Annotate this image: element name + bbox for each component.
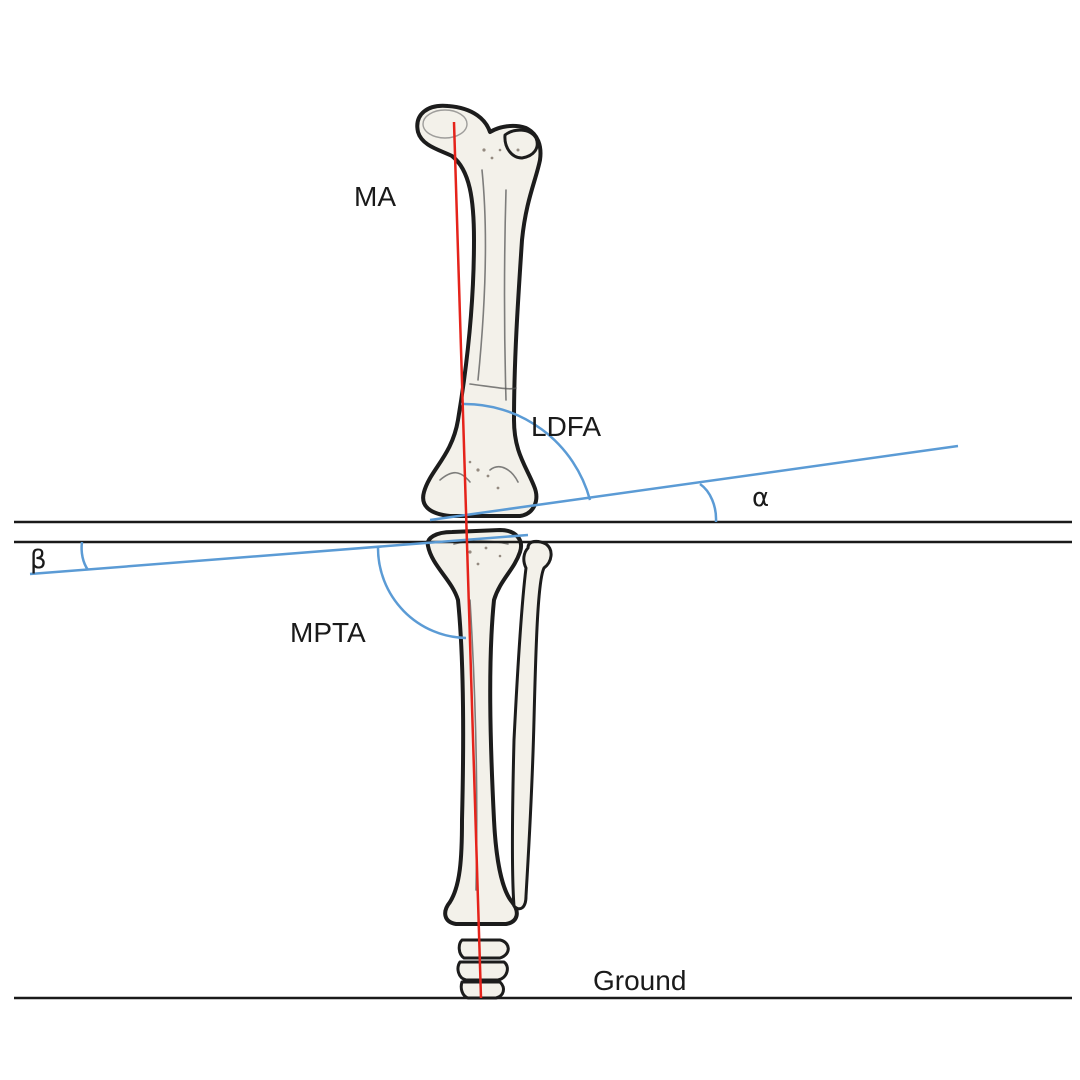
ldfa-label: LDFA	[531, 411, 601, 442]
ldfa-arc	[460, 402, 592, 501]
beta-label: β	[30, 545, 47, 575]
ground-label: Ground	[593, 965, 686, 996]
femoral-joint-line	[429, 444, 959, 522]
tibia	[425, 528, 523, 926]
alpha-arc	[699, 482, 718, 523]
fibula	[511, 539, 553, 911]
femur	[415, 103, 543, 518]
beta-arc	[80, 541, 90, 571]
ankle-bones	[456, 938, 510, 1000]
tibial-joint-line	[29, 533, 529, 576]
mpta-arc	[376, 547, 467, 640]
mechanical-axis-label: MA	[354, 181, 396, 212]
mpta-label: MPTA	[290, 617, 366, 648]
alpha-label: α	[752, 483, 769, 513]
mechanical-axis-line	[452, 121, 483, 999]
